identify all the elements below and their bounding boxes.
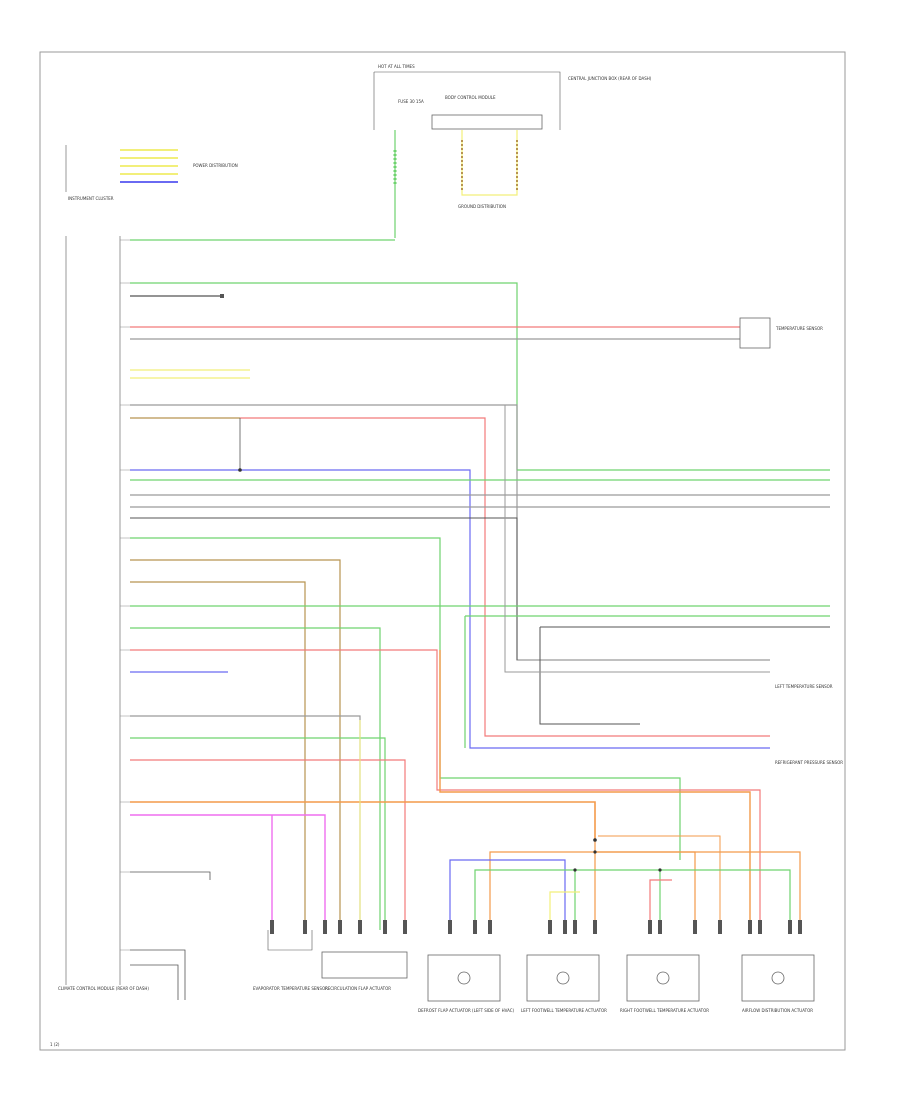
svg-text:REFRIGERANT PRESSURE SENSOR: REFRIGERANT PRESSURE SENSOR xyxy=(775,760,843,765)
svg-text:INSTRUMENT CLUSTER: INSTRUMENT CLUSTER xyxy=(68,196,114,201)
wire-grey-6 xyxy=(504,405,770,673)
svg-text:BODY CONTROL MODULE: BODY CONTROL MODULE xyxy=(445,95,496,100)
wire-brown-3 xyxy=(130,581,306,930)
evaporator-temp-sensor: EVAPORATOR TEMPERATURE SENSOR xyxy=(253,930,328,991)
svg-text:FUSE 30 15A: FUSE 30 15A xyxy=(398,99,424,104)
splices xyxy=(238,468,662,872)
svg-text:HOT AT ALL TIMES: HOT AT ALL TIMES xyxy=(378,64,415,69)
page-tag: 1 (2) xyxy=(50,1042,60,1047)
module-pin-ticks xyxy=(120,239,130,951)
diagram-frame xyxy=(39,51,846,1051)
connector-pins xyxy=(270,920,802,934)
temperature-sensor-box xyxy=(739,317,771,349)
instrument-cluster: INSTRUMENT CLUSTER POWER DISTRIBUTION xyxy=(65,145,238,201)
wire-pink-1 xyxy=(130,814,326,930)
svg-text:RECIRCULATION FLAP ACTUATOR: RECIRCULATION FLAP ACTUATOR xyxy=(325,986,391,991)
wire-blue-1 xyxy=(130,469,770,749)
svg-text:TEMPERATURE SENSOR: TEMPERATURE SENSOR xyxy=(775,326,823,331)
defrost-actuator: DEFROST FLAP ACTUATOR (LEFT SIDE OF HVAC… xyxy=(418,954,515,1013)
central-junction-box: HOT AT ALL TIMES FUSE 30 15A CENTRAL JUN… xyxy=(373,64,652,130)
left-footwell-actuator: LEFT FOOTWELL TEMPERATURE ACTUATOR xyxy=(521,954,607,1013)
recirculation-actuator: RECIRCULATION FLAP ACTUATOR xyxy=(321,951,408,991)
svg-text:AIRFLOW DISTRIBUTION ACTUATOR: AIRFLOW DISTRIBUTION ACTUATOR xyxy=(742,1008,813,1013)
wire-orange-1 xyxy=(130,801,596,840)
wire-green-8 xyxy=(130,627,381,930)
wire-red-4 xyxy=(130,759,406,930)
wire-orange-2 xyxy=(439,650,751,930)
wire-brown-2 xyxy=(130,559,341,930)
airflow-actuator: AIRFLOW DISTRIBUTION ACTUATOR xyxy=(741,954,815,1013)
right-footwell-actuator: RIGHT FOOTWELL TEMPERATURE ACTUATOR xyxy=(620,954,709,1013)
svg-text:RIGHT FOOTWELL TEMPERATURE ACT: RIGHT FOOTWELL TEMPERATURE ACTUATOR xyxy=(620,1008,709,1013)
svg-text:LEFT FOOTWELL TEMPERATURE ACTU: LEFT FOOTWELL TEMPERATURE ACTUATOR xyxy=(521,1008,607,1013)
svg-text:EVAPORATOR TEMPERATURE SENSOR: EVAPORATOR TEMPERATURE SENSOR xyxy=(253,986,328,991)
svg-text:GROUND DISTRIBUTION: GROUND DISTRIBUTION xyxy=(458,204,506,209)
wire-grey-5 xyxy=(539,626,830,725)
wire-green-9 xyxy=(130,737,386,930)
wire-green-7 xyxy=(464,615,830,748)
wire-grey-2 xyxy=(130,404,770,661)
svg-text:LEFT TEMPERATURE SENSOR: LEFT TEMPERATURE SENSOR xyxy=(775,684,833,689)
wire-black-2 xyxy=(130,517,518,660)
svg-text:POWER DISTRIBUTION: POWER DISTRIBUTION xyxy=(193,163,238,168)
wire-red-2 xyxy=(240,417,770,737)
wire-green-2 xyxy=(130,282,518,470)
wire-red-3 xyxy=(130,649,761,930)
svg-text:CENTRAL JUNCTION BOX (REAR OF: CENTRAL JUNCTION BOX (REAR OF DASH) xyxy=(568,76,652,81)
wire-yellow-bcm xyxy=(461,130,518,196)
svg-text:DEFROST FLAP ACTUATOR (LEFT SI: DEFROST FLAP ACTUATOR (LEFT SIDE OF HVAC… xyxy=(418,1008,515,1013)
svg-text:CLIMATE CONTROL MODULE (REAR O: CLIMATE CONTROL MODULE (REAR OF DASH) xyxy=(58,986,149,991)
climate-control-module: CLIMATE CONTROL MODULE (REAR OF DASH) xyxy=(58,236,149,991)
